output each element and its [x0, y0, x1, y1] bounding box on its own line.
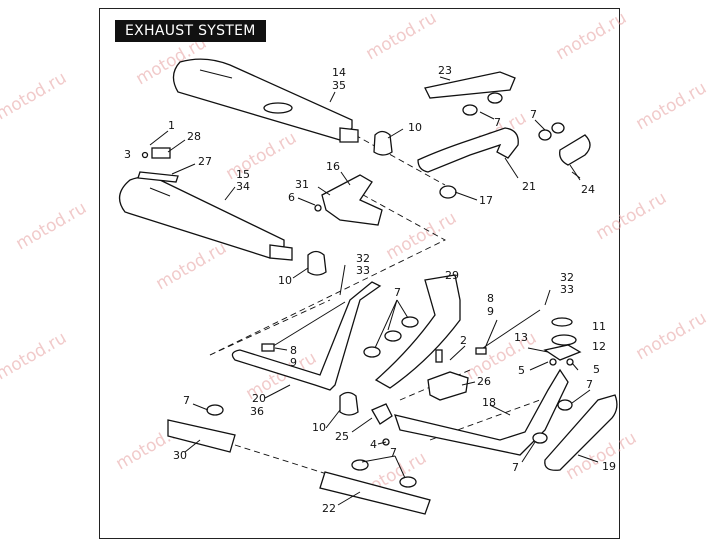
callout-7-d: 7: [586, 378, 593, 391]
callout-8-right: 8: [487, 292, 494, 305]
callout-11: 11: [592, 320, 606, 333]
upper-muffler: [172, 58, 359, 143]
callout-34: 34: [236, 180, 250, 193]
callout-12: 12: [592, 340, 606, 353]
svg-text:motod.ru: motod.ru: [153, 238, 231, 294]
callout-7-b: 7: [530, 108, 537, 121]
hose-clamps: [206, 92, 573, 488]
callout-32-left: 32: [356, 252, 370, 265]
callout-32-right: 32: [560, 271, 574, 284]
callout-7-g: 7: [512, 461, 519, 474]
pipe-22: [319, 471, 431, 515]
o2-sensor-left: [261, 301, 346, 352]
callout-9-right: 9: [487, 305, 494, 318]
svg-text:motod.ru: motod.ru: [363, 8, 441, 64]
pipe-24: [559, 134, 591, 166]
pipe-21: [417, 127, 519, 173]
callout-5-b: 5: [593, 363, 600, 376]
diagram-title: EXHAUST SYSTEM: [115, 20, 266, 42]
hardware-small: [137, 147, 574, 446]
svg-text:motod.ru: motod.ru: [13, 198, 91, 254]
svg-text:motod.ru: motod.ru: [633, 78, 711, 134]
o2-sensor-right: [475, 309, 541, 355]
callout-28: 28: [187, 130, 201, 143]
callout-10-low: 10: [312, 421, 326, 434]
callout-29: 29: [445, 269, 459, 282]
callout-24: 24: [581, 183, 595, 196]
callout-9-left: 9: [290, 356, 297, 369]
callout-26: 26: [477, 375, 491, 388]
callout-7-a: 7: [494, 116, 501, 129]
callout-19: 19: [602, 460, 616, 473]
callout-16: 16: [326, 160, 340, 173]
svg-text:motod.ru: motod.ru: [553, 8, 631, 64]
callout-5-a: 5: [518, 364, 525, 377]
callout-14: 14: [332, 66, 346, 79]
pipe-20-36: [231, 281, 382, 391]
callout-7-f: 7: [390, 446, 397, 459]
callout-10-mid: 10: [278, 274, 292, 287]
callout-22: 22: [322, 502, 336, 515]
svg-text:motod.ru: motod.ru: [223, 128, 301, 184]
callout-7-e: 7: [183, 394, 190, 407]
callout-17: 17: [479, 194, 493, 207]
bracket-16-31: [321, 174, 383, 226]
callout-4: 4: [370, 438, 377, 451]
callout-35: 35: [332, 79, 346, 92]
callout-36: 36: [250, 405, 264, 418]
pipe-19: [544, 394, 618, 471]
callout-10-top: 10: [408, 121, 422, 134]
svg-text:motod.ru: motod.ru: [593, 188, 671, 244]
svg-text:motod.ru: motod.ru: [633, 308, 711, 364]
callout-25: 25: [335, 430, 349, 443]
callout-labels: 1 28 3 27 15 34 14 35 10 23 7 7 21 24 16…: [124, 64, 616, 515]
svg-text:motod.ru: motod.ru: [463, 328, 541, 384]
pipe-30: [167, 419, 236, 453]
clamp-10-low: [339, 391, 359, 416]
callout-20: 20: [252, 392, 266, 405]
pipe-29: [374, 274, 461, 389]
clamp-10-top: [373, 130, 393, 156]
callout-1: 1: [168, 119, 175, 132]
svg-text:motod.ru: motod.ru: [0, 328, 70, 384]
pipe-18: [394, 368, 569, 456]
callout-8-left: 8: [290, 344, 297, 357]
callout-15: 15: [236, 168, 250, 181]
bracket-26: [427, 371, 469, 401]
callout-30: 30: [173, 449, 187, 462]
callout-3: 3: [124, 148, 131, 161]
callout-2: 2: [460, 334, 467, 347]
clamp-10-mid: [307, 250, 327, 276]
callout-33-right: 33: [560, 283, 574, 296]
callout-7-c: 7: [394, 286, 401, 299]
callout-27: 27: [198, 155, 212, 168]
callout-18: 18: [482, 396, 496, 409]
callout-33-left: 33: [356, 264, 370, 277]
callout-13: 13: [514, 331, 528, 344]
heat-shield-23: [424, 71, 516, 99]
svg-text:motod.ru: motod.ru: [0, 68, 70, 124]
diagram-frame: [99, 8, 620, 539]
callout-31: 31: [295, 178, 309, 191]
gaskets-11-12-13: [543, 317, 582, 361]
leader-lines: [149, 76, 599, 506]
callout-21: 21: [522, 180, 536, 193]
svg-text:motod.ru: motod.ru: [383, 208, 461, 264]
callout-6: 6: [288, 191, 295, 204]
callout-23: 23: [438, 64, 452, 77]
